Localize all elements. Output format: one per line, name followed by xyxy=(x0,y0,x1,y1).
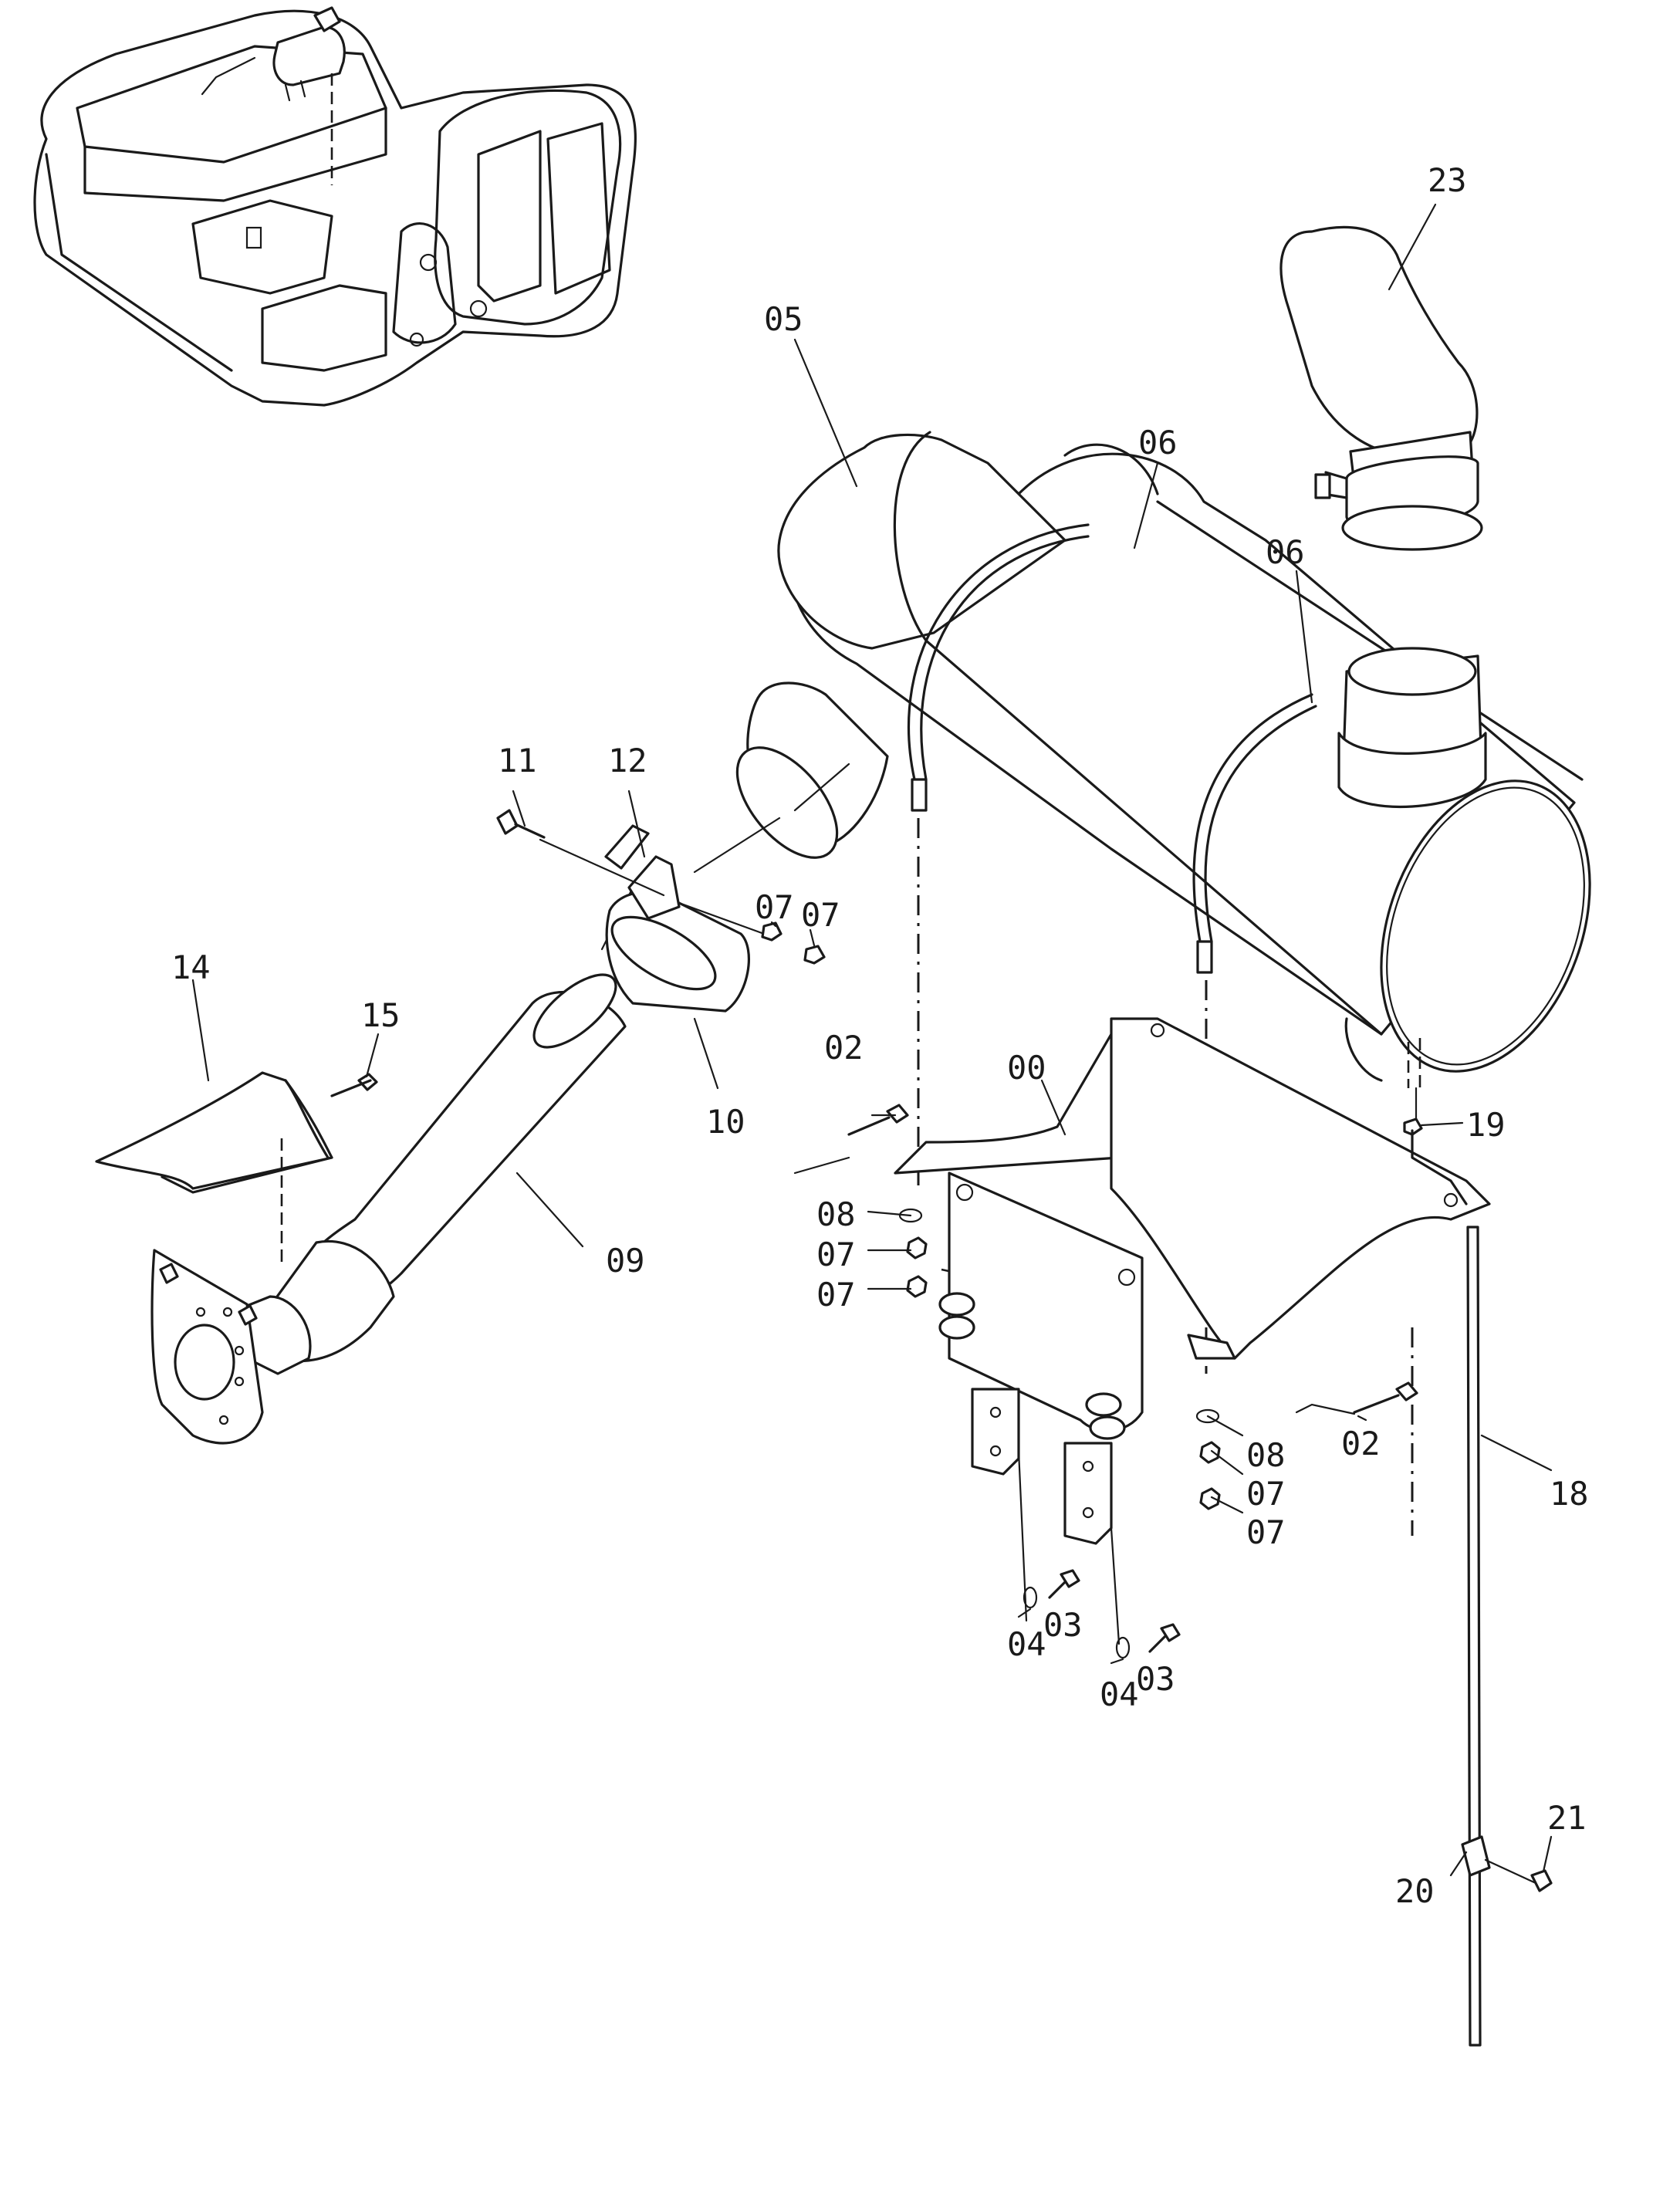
callout-12: 12 xyxy=(608,742,647,779)
callout-07: 07 xyxy=(816,1276,856,1314)
callout-04: 04 xyxy=(1007,1625,1046,1663)
drain-tube-assembly xyxy=(1411,1129,1553,2047)
callout-07: 07 xyxy=(755,888,794,926)
callout-08: 08 xyxy=(816,1195,856,1233)
callout-07: 07 xyxy=(801,896,840,934)
exhaust-pipe-part xyxy=(150,973,627,1445)
callout-15: 15 xyxy=(361,996,401,1034)
hardware-fasteners xyxy=(793,1104,1423,1659)
callout-11: 11 xyxy=(498,742,537,779)
callout-08: 08 xyxy=(1246,1436,1286,1474)
callout-09: 09 xyxy=(606,1242,645,1280)
callout-10: 10 xyxy=(706,1103,745,1141)
callout-labels: 23 05 06 06 11 12 07 07 14 15 10 02 00 1… xyxy=(171,161,1589,1910)
callout-06: 06 xyxy=(1266,533,1305,571)
callout-leaders xyxy=(191,203,1553,1877)
machine-locator-inset xyxy=(33,6,637,407)
callout-05: 05 xyxy=(764,300,803,338)
callout-18: 18 xyxy=(1550,1475,1589,1513)
callout-02: 02 xyxy=(1341,1425,1381,1462)
callout-00: 00 xyxy=(1007,1049,1046,1087)
callout-20: 20 xyxy=(1395,1872,1435,1910)
callout-19: 19 xyxy=(1466,1106,1506,1144)
callout-02: 02 xyxy=(824,1029,864,1067)
callout-03: 03 xyxy=(1043,1606,1083,1644)
callout-14: 14 xyxy=(171,948,211,986)
callout-07: 07 xyxy=(1246,1475,1286,1513)
callout-23: 23 xyxy=(1428,161,1467,199)
muffler-part xyxy=(735,431,1591,1088)
callout-06: 06 xyxy=(1138,424,1178,462)
clamp-assembly xyxy=(496,809,826,1013)
support-bracket-part xyxy=(894,1017,1491,1645)
callout-04: 04 xyxy=(1100,1675,1139,1713)
callout-03: 03 xyxy=(1136,1660,1175,1698)
callout-21: 21 xyxy=(1547,1799,1587,1837)
tail-pipe-part xyxy=(1279,225,1483,551)
callout-07: 07 xyxy=(1246,1513,1286,1551)
callout-07: 07 xyxy=(816,1236,856,1273)
heat-shield-part xyxy=(95,1071,378,1266)
